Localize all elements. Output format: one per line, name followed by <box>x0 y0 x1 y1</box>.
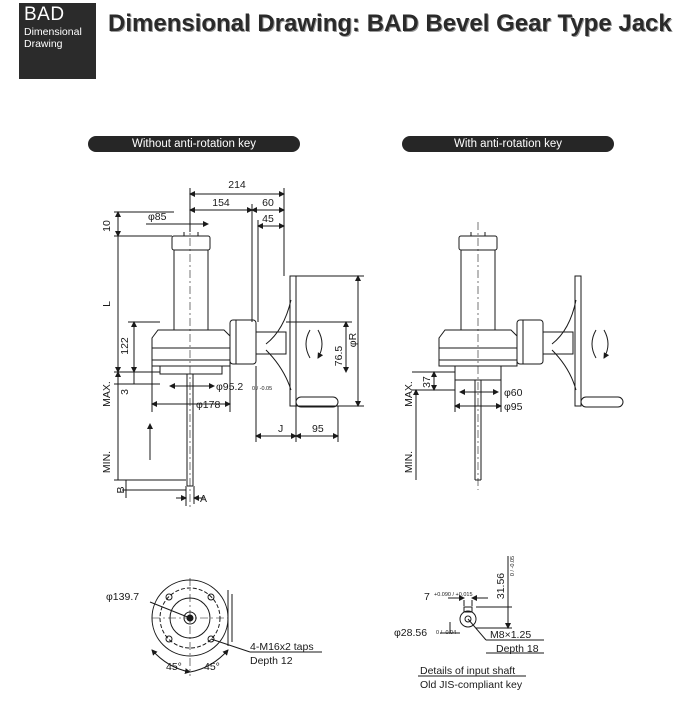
caption-with-key: With anti-rotation key <box>402 136 614 152</box>
dim-A: A <box>200 493 207 505</box>
dim-phi28-56: φ28.56 <box>394 627 427 639</box>
dim-L: L <box>101 301 113 307</box>
thread-m8: M8×1.25 <box>490 629 531 641</box>
angle-45-right: 45° <box>204 661 220 673</box>
dim-phi28-56-tol: 0 / -0.04 <box>436 630 456 636</box>
key-7: 7 <box>424 591 430 603</box>
dim-37: 37 <box>421 376 433 388</box>
section-badge: BAD Dimensional Drawing <box>19 3 96 79</box>
left-jack-drawing <box>114 188 364 510</box>
badge-line1: Dimensional <box>24 26 82 38</box>
key-7-tol: +0.090 / +0.015 <box>434 592 473 598</box>
dim-max-right: MAX. <box>403 381 415 407</box>
taps-label: 4-M16x2 taps <box>250 641 314 653</box>
dim-phi60: φ60 <box>504 387 523 399</box>
dim-10: 10 <box>101 220 113 232</box>
details-subcaption: Old JIS-compliant key <box>420 679 523 691</box>
flange-top-view <box>149 578 322 676</box>
page-title: Dimensional Drawing: BAD Bevel Gear Type… <box>108 10 672 37</box>
shaft-detail <box>418 556 544 677</box>
dim-95: 95 <box>312 423 324 435</box>
flange-labels: φ139.7 4-M16x2 taps Depth 12 45° 45° <box>106 591 314 673</box>
details-caption: Details of input shaft <box>420 665 515 677</box>
shaft-detail-labels: 7 +0.090 / +0.015 31.56 0 / -0.05 φ28.56… <box>394 556 539 691</box>
dim-phi952: φ95.2 <box>216 381 243 393</box>
dim-phi952-tol: 0 / -0.05 <box>252 386 272 392</box>
badge-code: BAD <box>24 4 65 25</box>
left-dim-labels: 214 154 60 45 φ85 10 L 122 3 MAX. MIN. B… <box>101 179 359 505</box>
depth-label: Depth 12 <box>250 655 293 667</box>
dim-45: 45 <box>262 213 274 225</box>
dim-phi139-7: φ139.7 <box>106 591 139 603</box>
dim-3: 3 <box>119 389 131 395</box>
dim-phi178: φ178 <box>196 399 220 411</box>
dim-phi95: φ95 <box>504 401 523 413</box>
dim-214: 214 <box>228 179 246 191</box>
right-jack-drawing <box>412 222 624 490</box>
right-dim-labels: 37 MAX. MIN. φ60 φ95 <box>403 376 523 473</box>
dim-76-5: 76.5 <box>333 346 345 367</box>
thread-depth-18: Depth 18 <box>496 643 539 655</box>
badge-line2: Drawing <box>24 38 63 50</box>
dim-max: MAX. <box>101 381 113 407</box>
dim-154: 154 <box>212 197 230 209</box>
dim-J: J <box>278 423 283 435</box>
caption-without-key: Without anti-rotation key <box>88 136 300 152</box>
dim-60: 60 <box>262 197 274 209</box>
dim-31-56-tol: 0 / -0.05 <box>510 556 516 576</box>
dim-31-56: 31.56 <box>495 573 507 599</box>
dim-min-right: MIN. <box>403 451 415 473</box>
dim-122: 122 <box>119 337 131 355</box>
dim-phiR: φR <box>347 332 359 347</box>
dim-phi85: φ85 <box>148 211 167 223</box>
dim-B: B <box>115 486 127 493</box>
angle-45-left: 45° <box>166 661 182 673</box>
dim-min: MIN. <box>101 451 113 473</box>
